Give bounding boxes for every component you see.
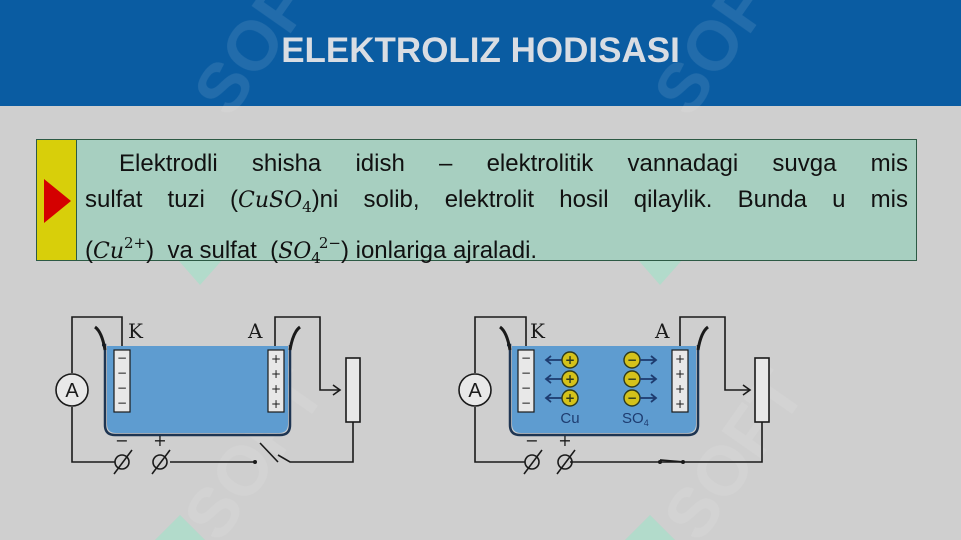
- electrolysis-diagram-before: − − − − + + + + K A A − +: [55, 316, 361, 475]
- svg-text:A: A: [468, 380, 482, 402]
- svg-text:+: +: [271, 367, 281, 381]
- svg-text:−: −: [521, 351, 531, 365]
- svg-text:−: −: [521, 396, 531, 410]
- svg-text:+: +: [271, 352, 281, 366]
- electrolyte: [512, 346, 696, 433]
- anode-label: A: [247, 319, 263, 343]
- svg-text:+: +: [271, 382, 281, 396]
- rheostat: [754, 357, 770, 423]
- svg-text:−: −: [521, 381, 531, 395]
- cation-group: [544, 355, 562, 403]
- slide-title: ELEKTROLIZ HODISASI: [281, 31, 680, 70]
- svg-text:+: +: [565, 391, 575, 405]
- svg-text:+: +: [675, 397, 685, 411]
- svg-text:+: +: [675, 367, 685, 381]
- electrolyte: [107, 346, 288, 433]
- cation-label: Cu: [560, 410, 579, 427]
- svg-text:+: +: [565, 372, 575, 386]
- info-box: Elektrodli shisha idish – elektrolitik v…: [36, 139, 917, 267]
- info-marker: [37, 140, 77, 260]
- play-triangle-icon: [44, 179, 71, 223]
- svg-text:A: A: [65, 380, 79, 402]
- svg-text:+: +: [675, 352, 685, 366]
- svg-text:−: −: [117, 381, 127, 395]
- anode-plate: [267, 349, 285, 413]
- formula-cuso4: CuSO4: [238, 188, 312, 216]
- svg-text:+: +: [675, 382, 685, 396]
- svg-text:−: −: [115, 431, 128, 450]
- svg-text:−: −: [525, 431, 538, 450]
- info-line-3: (Cu2+) va sulfat (SO42−) ionlariga ajral…: [85, 234, 538, 267]
- svg-text:−: −: [521, 366, 531, 380]
- info-line-1: Elektrodli shisha idish – elektrolitik v…: [119, 150, 908, 177]
- anion-group: [640, 355, 658, 403]
- rheostat: [345, 357, 361, 423]
- info-paragraph: Elektrodli shisha idish – elektrolitik v…: [77, 140, 916, 267]
- svg-text:−: −: [117, 366, 127, 380]
- svg-text:+: +: [271, 397, 281, 411]
- slide-header: ELEKTROLIZ HODISASI: [0, 0, 961, 106]
- switch-closed: [658, 459, 685, 464]
- svg-text:+: +: [153, 431, 166, 450]
- svg-text:−: −: [117, 396, 127, 410]
- svg-text:−: −: [627, 372, 637, 386]
- anode-label: A: [654, 319, 670, 343]
- info-line-2: sulfat tuzi (CuSO4)ni solib, elektrolit …: [85, 186, 908, 216]
- cathode-plate: [517, 349, 535, 413]
- svg-text:−: −: [627, 353, 637, 367]
- svg-text:+: +: [565, 353, 575, 367]
- anion-label: SO4: [622, 410, 649, 428]
- cathode-label: K: [530, 319, 546, 343]
- anode-plate: [671, 349, 689, 413]
- svg-text:+: +: [558, 431, 571, 450]
- ammeter-icon: [55, 373, 89, 407]
- formula-cu-ion: Cu2+: [93, 234, 147, 264]
- switch-open: [259, 442, 279, 463]
- cathode-label: K: [128, 319, 144, 343]
- svg-text:−: −: [117, 351, 127, 365]
- ammeter-icon: [458, 373, 492, 407]
- formula-so4-ion: SO42−: [278, 234, 341, 267]
- svg-text:−: −: [627, 391, 637, 405]
- electrolysis-diagram-after: − − − − + + + + K A + + + − − − Cu SO4 A: [458, 316, 770, 475]
- cathode-plate: [113, 349, 131, 413]
